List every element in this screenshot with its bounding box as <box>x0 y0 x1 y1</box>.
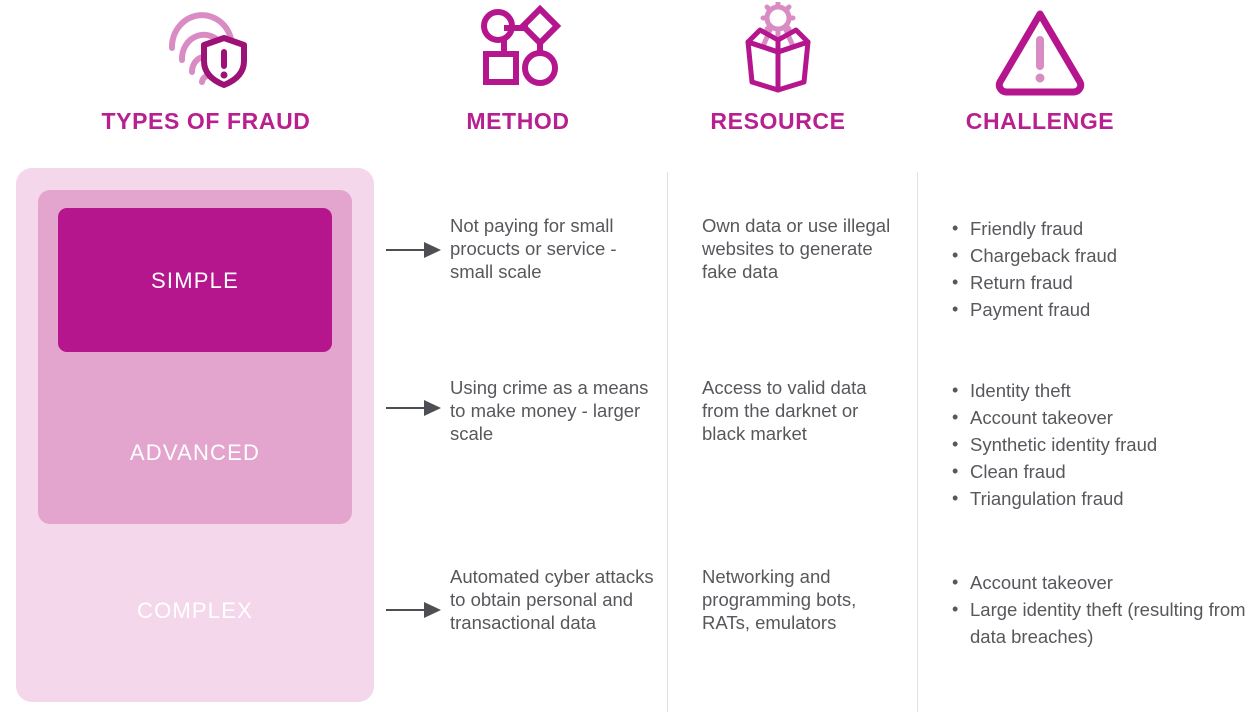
header-label-challenge: CHALLENGE <box>965 108 1115 134</box>
resource-cell-advanced: Access to valid data from the darknet or… <box>702 376 902 445</box>
arrow-head <box>424 400 441 416</box>
resource-text-complex: Networking and programming bots, RATs, e… <box>702 566 857 633</box>
arrow-line <box>386 249 428 251</box>
list-item: Triangulation fraud <box>948 485 1248 512</box>
arrow-line <box>386 609 428 611</box>
fraud-level-label-complex: COMPLEX <box>137 598 253 623</box>
list-item: Identity theft <box>948 377 1248 404</box>
arrow-line <box>386 407 428 409</box>
column-header-challenge: CHALLENGE <box>950 0 1130 135</box>
fraud-level-simple-block[interactable]: SIMPLE <box>58 208 332 352</box>
warning-triangle-icon <box>950 0 1130 100</box>
open-box-gear-icon <box>688 0 868 100</box>
fraud-level-advanced-block[interactable]: ADVANCED SIMPLE <box>38 190 352 524</box>
challenge-list-simple: Friendly fraudChargeback fraudReturn fra… <box>948 215 1248 323</box>
method-text-simple: Not paying for small procucts or service… <box>450 215 617 282</box>
column-header-types-of-fraud: TYPES OF FRAUD <box>46 0 366 135</box>
header-row: TYPES OF FRAUD METHOD <box>0 0 1252 160</box>
list-item: Synthetic identity fraud <box>948 431 1248 458</box>
method-cell-simple: Not paying for small procucts or service… <box>450 214 655 283</box>
column-divider-method-resource <box>667 172 668 712</box>
method-cell-complex: Automated cyber attacks to obtain person… <box>450 565 655 634</box>
fraud-level-label-advanced: ADVANCED <box>129 440 261 465</box>
header-label-method: METHOD <box>466 108 570 134</box>
arrow-icon-complex <box>386 600 444 620</box>
resource-text-advanced: Access to valid data from the darknet or… <box>702 377 867 444</box>
arrow-icon-simple <box>386 240 444 260</box>
arrow-head <box>424 242 441 258</box>
resource-cell-simple: Own data or use illegal websites to gene… <box>702 214 902 283</box>
fraud-level-label-simple: SIMPLE <box>151 268 239 293</box>
list-item: Return fraud <box>948 269 1248 296</box>
challenge-list-advanced: Identity theftAccount takeoverSynthetic … <box>948 377 1248 512</box>
list-item: Payment fraud <box>948 296 1248 323</box>
list-item: Account takeover <box>948 569 1248 596</box>
arrow-icon-advanced <box>386 398 444 418</box>
resource-cell-complex: Networking and programming bots, RATs, e… <box>702 565 902 634</box>
column-divider-resource-challenge <box>917 172 918 712</box>
column-header-resource: RESOURCE <box>688 0 868 135</box>
column-header-method: METHOD <box>428 0 608 135</box>
fraud-level-complex-block[interactable]: COMPLEX ADVANCED SIMPLE <box>16 168 374 702</box>
list-item: Chargeback fraud <box>948 242 1248 269</box>
method-cell-advanced: Using crime as a means to make money - l… <box>450 376 655 445</box>
fingerprint-shield-alert-icon <box>46 0 366 100</box>
node-network-shapes-icon <box>428 0 608 100</box>
header-label-resource: RESOURCE <box>710 108 846 134</box>
arrow-head <box>424 602 441 618</box>
method-text-advanced: Using crime as a means to make money - l… <box>450 377 649 444</box>
list-item: Friendly fraud <box>948 215 1248 242</box>
list-item: Large identity theft (resulting from dat… <box>948 596 1248 650</box>
method-text-complex: Automated cyber attacks to obtain person… <box>450 566 654 633</box>
list-item: Clean fraud <box>948 458 1248 485</box>
header-label-types-of-fraud: TYPES OF FRAUD <box>101 108 311 134</box>
list-item: Account takeover <box>948 404 1248 431</box>
challenge-list-complex: Account takeoverLarge identity theft (re… <box>948 569 1248 650</box>
resource-text-simple: Own data or use illegal websites to gene… <box>702 215 891 282</box>
